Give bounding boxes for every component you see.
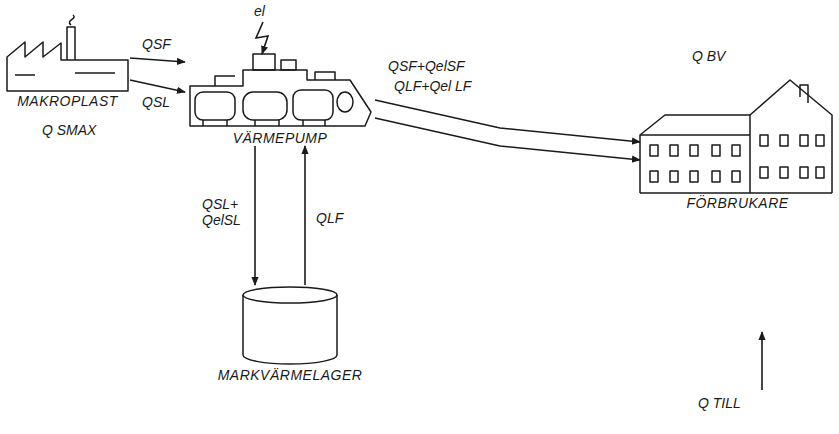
flow-label: QSL+ QelSL: [200, 196, 248, 228]
consumer-node: FÖRBRUKARE: [640, 75, 835, 211]
house-illustration: [640, 75, 835, 195]
pump-illustration: [185, 40, 375, 130]
window: [760, 167, 768, 178]
window: [800, 167, 808, 178]
node-label: MARKVÄRMELAGER: [216, 367, 365, 383]
flow-arrow: [254, 146, 256, 285]
window: [712, 171, 720, 182]
window: [816, 135, 824, 146]
flow-arrow: [375, 100, 640, 142]
lightning-arrow: [256, 22, 268, 54]
quantity-label: Q BV: [690, 48, 727, 64]
window: [690, 171, 698, 182]
art-stroke: [203, 120, 325, 126]
flow-label: QSF: [140, 36, 173, 52]
art-stroke: [190, 70, 371, 126]
quantity-label: Q TILL: [696, 395, 743, 411]
window: [712, 145, 720, 156]
flow-label: QSF+QelSF: [386, 58, 467, 74]
art-stroke: [67, 27, 75, 60]
node-label: VÄRMEPUMP: [185, 130, 375, 146]
flow-label: QSL: [140, 94, 172, 110]
art-stroke: [800, 85, 808, 103]
art-stroke: [750, 80, 832, 193]
quantity-label: Q SMAX: [40, 122, 98, 138]
flow-label: QLF+Qel LF: [392, 78, 473, 94]
window: [650, 145, 658, 156]
window: [650, 171, 658, 182]
factory-node: MAKROPLAST: [5, 15, 130, 109]
flow-arrow: [130, 58, 185, 62]
supply-arrow: [761, 332, 763, 390]
flow-arrow: [375, 118, 640, 160]
flow-arrow: [130, 80, 185, 92]
heat-pump-node: VÄRMEPUMP: [185, 40, 375, 146]
window: [760, 135, 768, 146]
window: [780, 135, 788, 146]
window: [732, 145, 740, 156]
node-label: FÖRBRUKARE: [640, 195, 835, 211]
art-stroke: [640, 135, 832, 193]
flow-arrow: [304, 146, 306, 285]
factory-illustration: [5, 15, 130, 93]
store-illustration: [240, 285, 340, 367]
ground-store-node: MARKVÄRMELAGER: [216, 285, 365, 383]
window: [780, 167, 788, 178]
window: [690, 145, 698, 156]
quantity-label: el: [252, 3, 267, 19]
node-label: MAKROPLAST: [5, 93, 130, 109]
window: [732, 171, 740, 182]
art-stroke: [640, 115, 750, 193]
art-stroke: [215, 72, 335, 86]
window: [670, 171, 678, 182]
window: [670, 145, 678, 156]
art-stroke: [243, 295, 337, 364]
window: [816, 167, 824, 178]
art-stroke: [69, 15, 74, 25]
flow-label: QLF: [314, 210, 345, 226]
art-stroke: [15, 73, 115, 75]
window: [800, 135, 808, 146]
